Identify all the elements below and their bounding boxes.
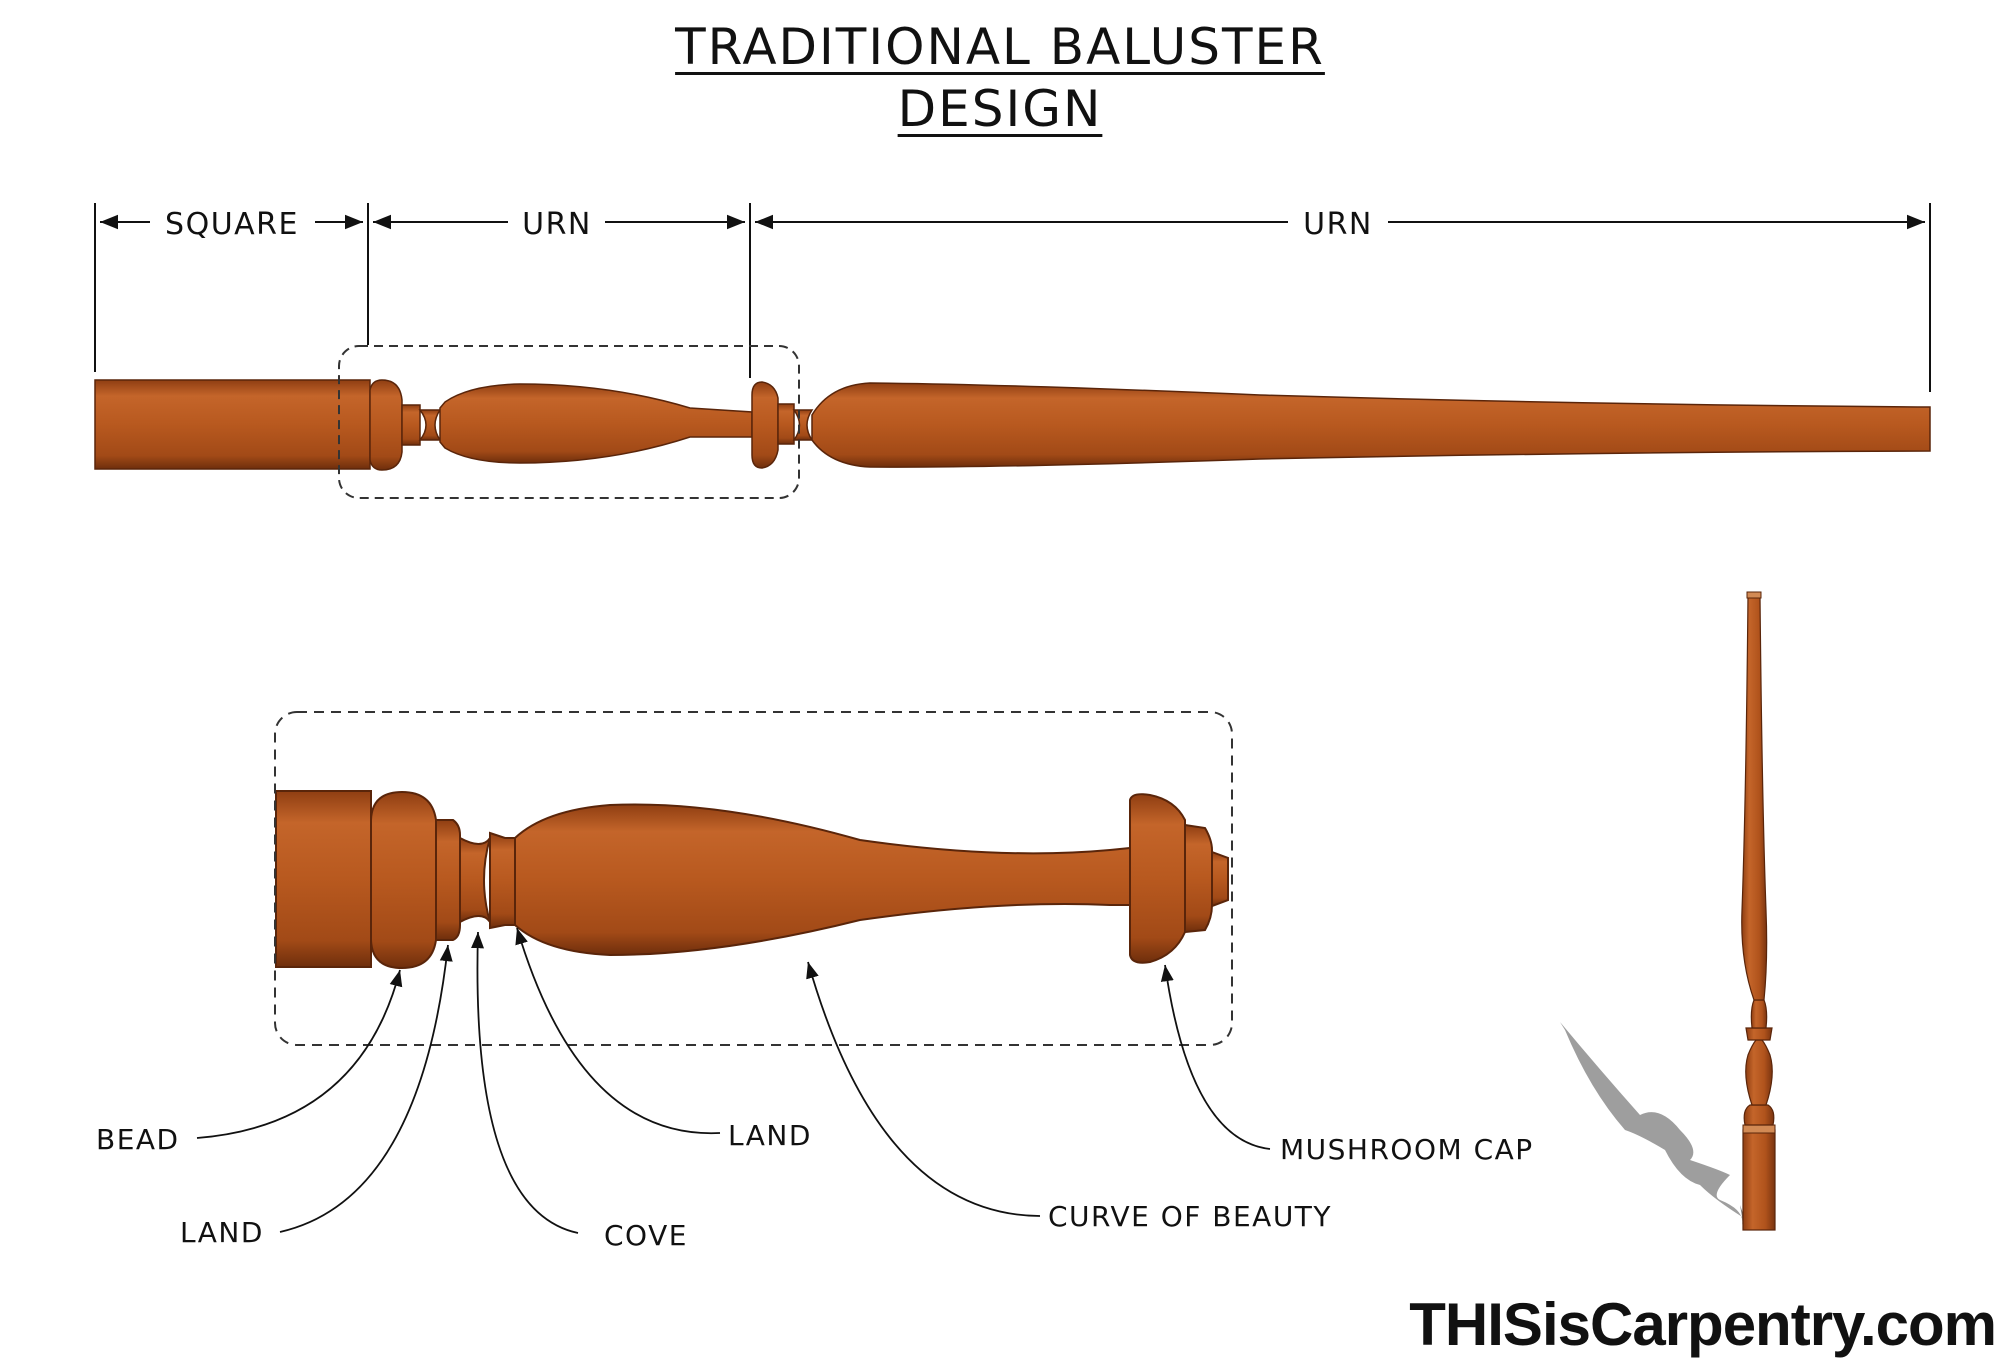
callout-land-2: LAND: [728, 1119, 812, 1152]
callout-land-1: LAND: [180, 1216, 264, 1249]
callout-mushroom-cap: MUSHROOM CAP: [1280, 1133, 1534, 1166]
vertical-taper: [1741, 594, 1768, 1001]
detail-bead: [370, 790, 437, 970]
dim-label-urn-1: URN: [522, 207, 592, 242]
detail-box: [274, 711, 1233, 1046]
vertical-mushroom-cap: [1745, 1027, 1773, 1041]
detail-cove: [459, 836, 491, 924]
baluster-side-view: [94, 379, 1931, 471]
detail-box-top: [338, 345, 800, 499]
detail-square: [275, 790, 372, 968]
brand-logo: THISisCarpentry.com: [1409, 1291, 1997, 1358]
square-block: [94, 379, 371, 470]
dimension-lines: [94, 203, 1931, 392]
title-line-2: DESIGN: [897, 80, 1103, 138]
detail-land-1: [435, 819, 461, 941]
baluster-shadow: [1560, 1022, 1744, 1225]
detail-fillet-1: [1184, 823, 1213, 934]
bead-top: [369, 379, 403, 471]
detail-mushroom-cap: [1129, 793, 1186, 964]
title-line-1: TRADITIONAL BALUSTER: [675, 18, 1325, 76]
mushroom-cap-top: [751, 381, 779, 469]
callout-bead: BEAD: [96, 1123, 180, 1156]
cove-top: [418, 409, 442, 441]
callout-curve-of-beauty: CURVE OF BEAUTY: [1048, 1200, 1332, 1233]
vertical-square: [1742, 1129, 1776, 1231]
dim-label-urn-2: URN: [1303, 207, 1373, 242]
baluster-detail-view: [275, 790, 1229, 970]
urn-body-top: [439, 383, 753, 464]
cove-top-2: [792, 409, 814, 441]
vertical-urn: [1745, 1039, 1773, 1106]
callout-leaders: [196, 927, 1271, 1234]
callout-cove: COVE: [604, 1219, 688, 1252]
baluster-3d-view: [1560, 591, 1776, 1231]
detail-land-2: [489, 831, 516, 930]
fillet-top: [777, 403, 795, 445]
dim-label-square: SQUARE: [165, 207, 299, 242]
detail-fillet-2: [1211, 850, 1229, 908]
land-top-1: [401, 404, 421, 446]
vertical-bead: [1743, 1104, 1775, 1126]
long-taper-top: [811, 382, 1931, 468]
detail-urn-body: [514, 803, 1131, 957]
